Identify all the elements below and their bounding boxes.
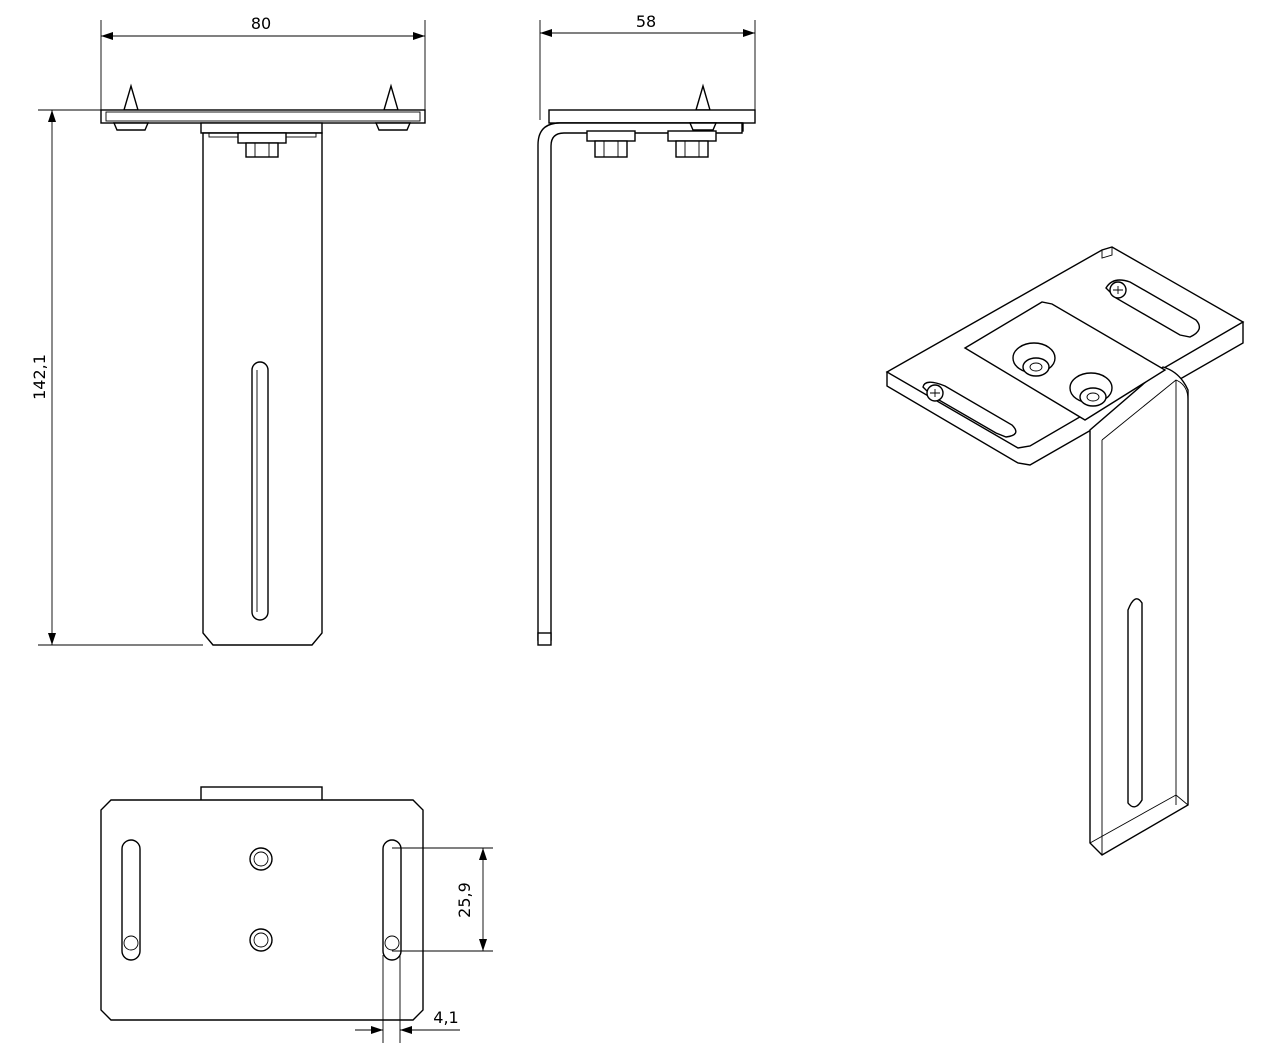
pin (695, 83, 711, 111)
slot-top (1105, 279, 1201, 338)
dimension-slot-width: 4,1 (355, 955, 460, 1043)
dimension-slot-spacing-label: 25,9 (455, 882, 474, 918)
bracket-flange (200, 122, 323, 134)
bracket-leg (202, 132, 323, 646)
front-view (100, 83, 426, 646)
hole-2 (249, 928, 273, 952)
nut-1 (594, 140, 628, 158)
nut (245, 142, 279, 158)
slot-right (382, 839, 402, 961)
bottom-view (100, 786, 424, 1021)
side-view (537, 83, 756, 646)
dimension-slot-width-label: 4,1 (433, 1008, 458, 1027)
nut-2 (675, 140, 709, 158)
washer-right (374, 122, 412, 131)
dimension-height: 142,1 (30, 109, 203, 646)
pin-right (383, 83, 399, 111)
slot-left (121, 839, 141, 961)
slot-bottom (922, 381, 1017, 438)
dimension-depth: 58 (539, 12, 756, 120)
plate-outline (100, 799, 424, 1021)
leg-slot (251, 361, 269, 621)
bracket-tab (200, 786, 323, 802)
washer (237, 132, 287, 144)
leg-slot (1127, 598, 1143, 808)
hole-1 (249, 847, 273, 871)
l-bracket (537, 122, 743, 641)
dimension-depth-label: 58 (636, 12, 656, 31)
mounting-plate (548, 109, 756, 124)
washer-left (112, 122, 150, 131)
pin-left (123, 83, 139, 111)
isometric-view (885, 246, 1245, 856)
dimension-width: 80 (100, 14, 426, 110)
dimension-width-label: 80 (251, 14, 271, 33)
dimension-slot-spacing: 25,9 (392, 847, 493, 952)
dimension-height-label: 142,1 (30, 354, 49, 400)
raised-pad (963, 301, 1167, 421)
